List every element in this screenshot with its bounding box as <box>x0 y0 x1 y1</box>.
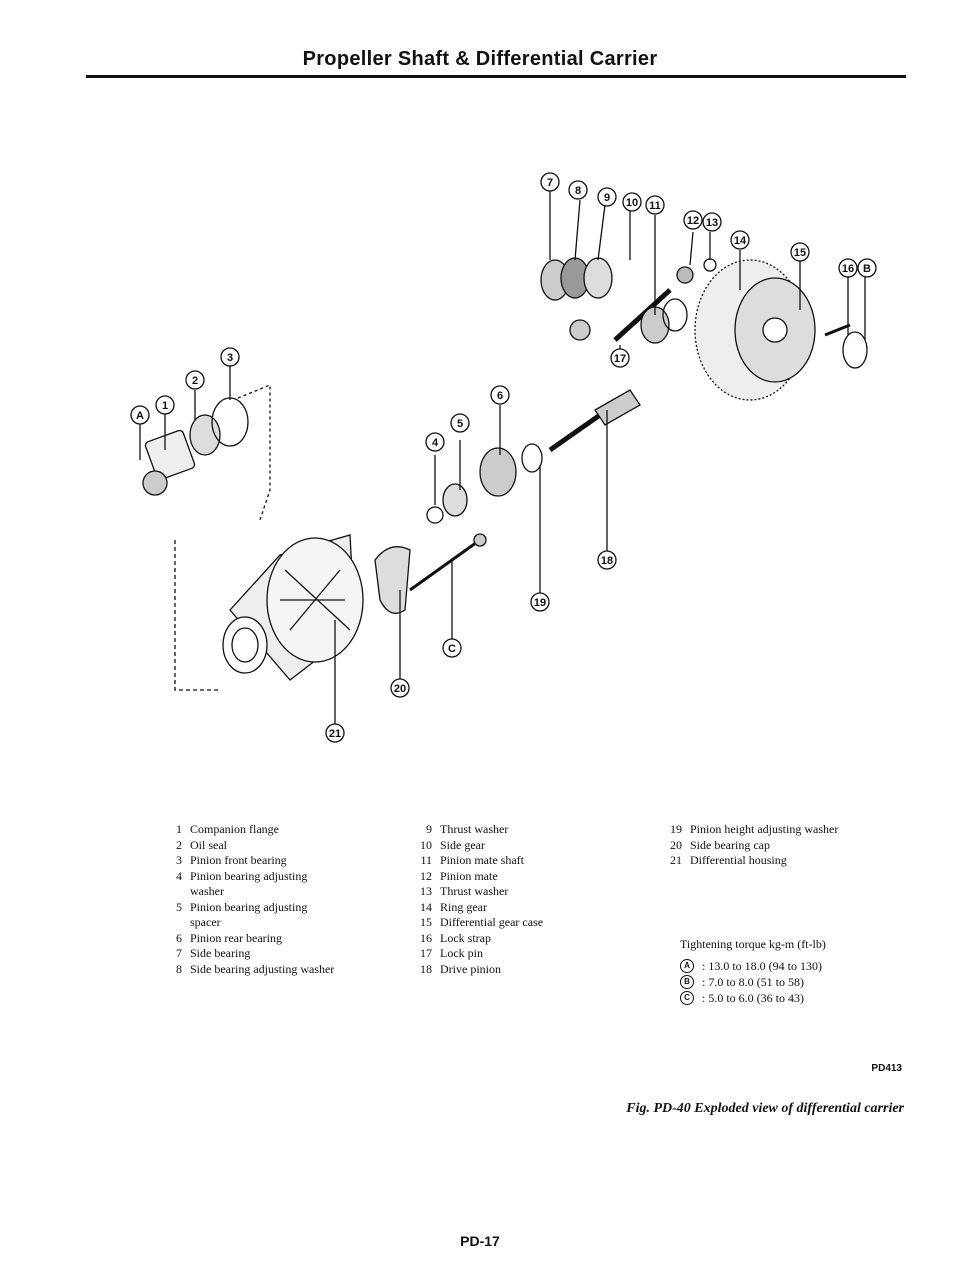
torque-letter-c: C <box>680 991 694 1005</box>
torque-letter-a: A <box>680 959 694 973</box>
callout-15: 15 <box>790 242 810 262</box>
torque-row: B: 7.0 to 8.0 (51 to 58) <box>680 974 826 990</box>
callout-13: 13 <box>702 212 722 232</box>
svg-text:19: 19 <box>534 597 546 609</box>
callout-7: 7 <box>540 172 560 192</box>
callout-2: 2 <box>185 370 205 390</box>
svg-text:8: 8 <box>575 185 581 197</box>
callout-11: 11 <box>645 195 665 215</box>
callout-10: 10 <box>622 192 642 212</box>
callout-16: 16 <box>838 258 858 278</box>
callout-18: 18 <box>597 550 617 570</box>
svg-text:C: C <box>448 643 456 655</box>
callout-1: 1 <box>155 395 175 415</box>
differential-housing-drawing <box>174 534 364 691</box>
callout-4: 4 <box>425 432 445 452</box>
ring-gear-case-drawing <box>694 259 868 401</box>
callout-21: 21 <box>325 723 345 743</box>
callout-12: 12 <box>683 210 703 230</box>
svg-text:5: 5 <box>457 418 463 430</box>
callout-c: C <box>442 638 462 658</box>
torque-letter-b: B <box>680 975 694 989</box>
callout-6: 6 <box>490 385 510 405</box>
svg-text:21: 21 <box>329 728 341 740</box>
pinion-bearings-drawing <box>426 443 543 524</box>
svg-text:4: 4 <box>432 437 439 449</box>
page-number: PD-17 <box>460 1233 500 1249</box>
svg-text:11: 11 <box>649 200 661 212</box>
figure-code: PD413 <box>871 1063 902 1074</box>
svg-text:B: B <box>863 263 871 275</box>
svg-text:7: 7 <box>547 177 553 189</box>
svg-text:15: 15 <box>794 247 806 259</box>
callout-a: A <box>130 405 150 425</box>
callout-b: B <box>857 258 877 278</box>
svg-text:2: 2 <box>192 375 198 387</box>
page-header: Propeller Shaft & Differential Carrier <box>302 48 658 70</box>
torque-spec: Tightening torque kg-m (ft-lb) A: 13.0 t… <box>680 936 826 1006</box>
callout-17: 17 <box>610 348 630 368</box>
svg-text:6: 6 <box>497 390 503 402</box>
svg-text:1: 1 <box>162 400 168 412</box>
callout-19: 19 <box>530 592 550 612</box>
svg-text:18: 18 <box>601 555 613 567</box>
svg-text:9: 9 <box>604 192 610 204</box>
header-rule <box>86 75 906 78</box>
companion-flange-drawing <box>142 384 271 521</box>
svg-text:16: 16 <box>842 263 854 275</box>
svg-text:12: 12 <box>687 215 699 227</box>
exploded-diagram: 1 2 3 A 4 5 6 7 8 9 10 11 12 13 14 15 16… <box>110 160 900 760</box>
callout-3: 3 <box>220 347 240 367</box>
callout-5: 5 <box>450 413 470 433</box>
svg-text:17: 17 <box>614 353 626 365</box>
torque-row: C: 5.0 to 6.0 (36 to 43) <box>680 990 826 1006</box>
side-bearing-cap-drawing <box>374 533 487 614</box>
callout-14: 14 <box>730 230 750 250</box>
drive-pinion-drawing <box>548 389 641 453</box>
svg-text:13: 13 <box>706 217 718 229</box>
torque-title: Tightening torque kg-m (ft-lb) <box>680 937 826 951</box>
svg-text:14: 14 <box>734 235 747 247</box>
callout-20: 20 <box>390 678 410 698</box>
torque-row: A: 13.0 to 18.0 (94 to 130) <box>680 958 826 974</box>
exploded-view-drawing: 1 2 3 A 4 5 6 7 8 9 10 11 12 13 14 15 16… <box>130 172 877 743</box>
figure-caption: Fig. PD-40 Exploded view of differential… <box>626 1101 904 1116</box>
svg-text:A: A <box>136 410 144 422</box>
svg-text:10: 10 <box>626 197 638 209</box>
svg-text:20: 20 <box>394 683 406 695</box>
svg-text:3: 3 <box>227 352 233 364</box>
callout-8: 8 <box>568 180 588 200</box>
differential-internals-drawing <box>540 257 717 344</box>
callout-9: 9 <box>597 187 617 207</box>
